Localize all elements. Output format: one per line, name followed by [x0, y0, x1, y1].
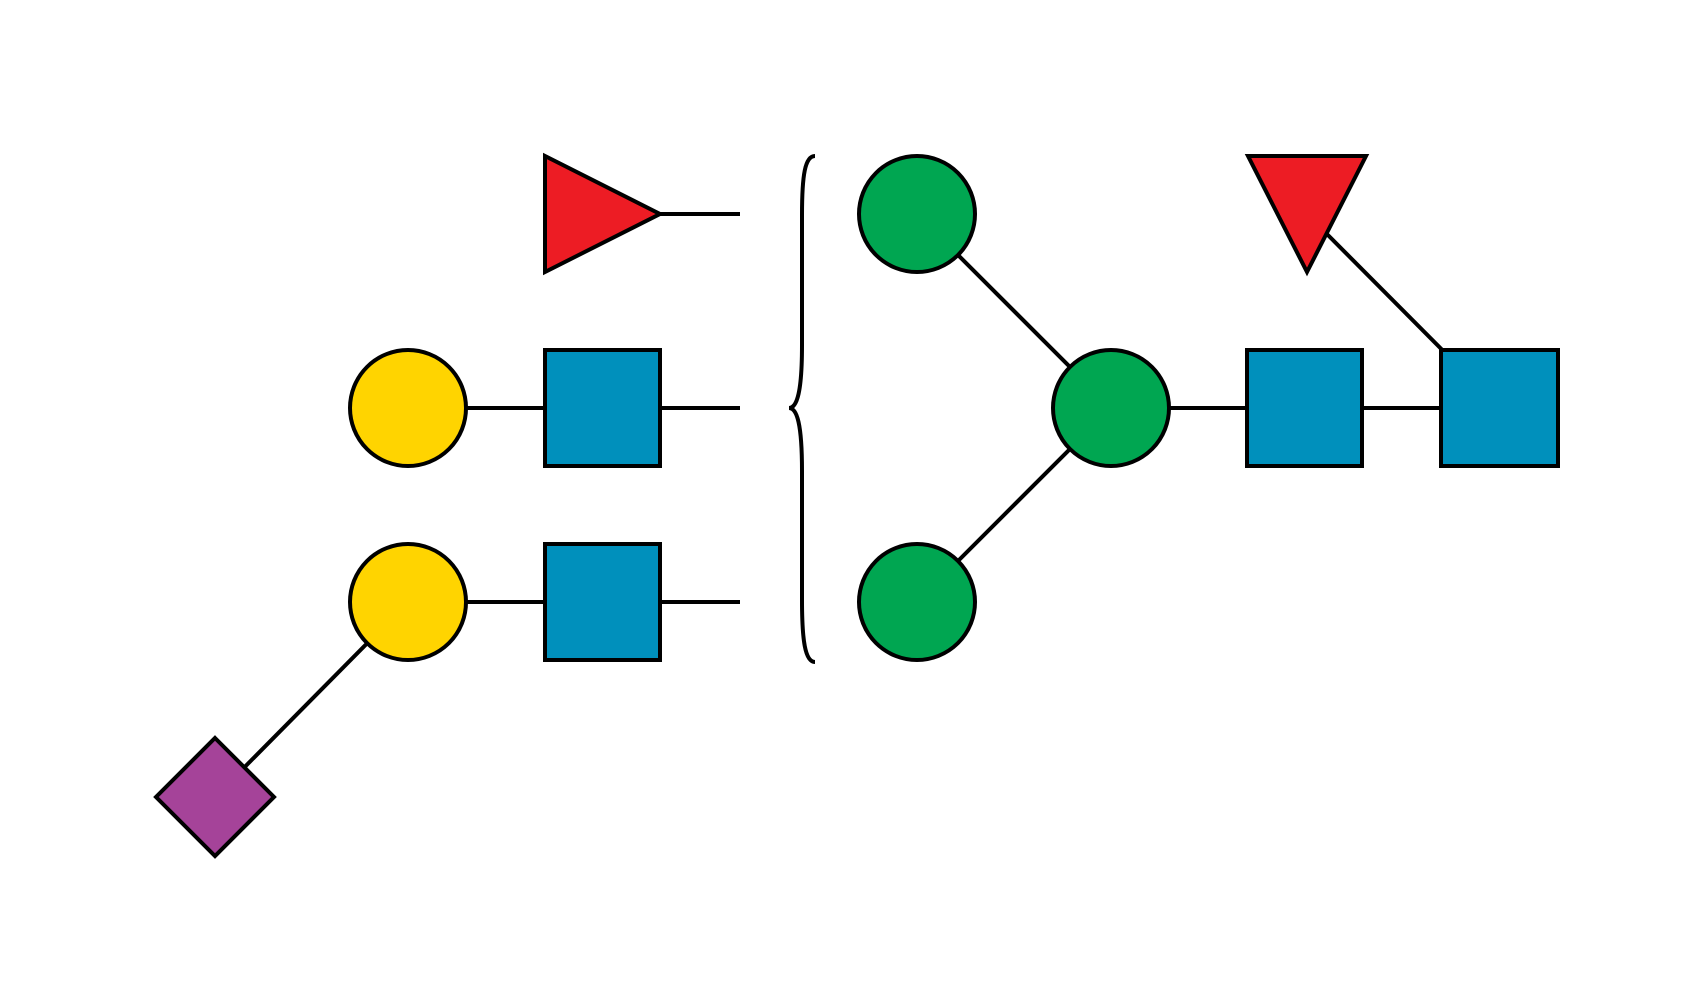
fucose-triangle-icon	[543, 152, 665, 276]
mannose-circle-icon	[857, 542, 977, 662]
galactose-circle-icon	[348, 542, 468, 662]
glcnac-square-icon	[543, 348, 662, 468]
antenna-group	[153, 152, 740, 859]
glcnac-square-icon	[1245, 348, 1364, 468]
galactose-circle-icon	[348, 348, 468, 468]
mannose-circle-icon	[1051, 348, 1171, 468]
glcnac-square-icon	[543, 542, 662, 662]
fucose-triangle-icon	[1244, 154, 1370, 277]
curly-brace-icon	[788, 154, 816, 664]
glcnac-square-icon	[1439, 348, 1560, 468]
mannose-circle-icon	[857, 154, 977, 274]
sialic-acid-diamond-icon	[153, 735, 277, 859]
core-group	[857, 154, 1560, 662]
